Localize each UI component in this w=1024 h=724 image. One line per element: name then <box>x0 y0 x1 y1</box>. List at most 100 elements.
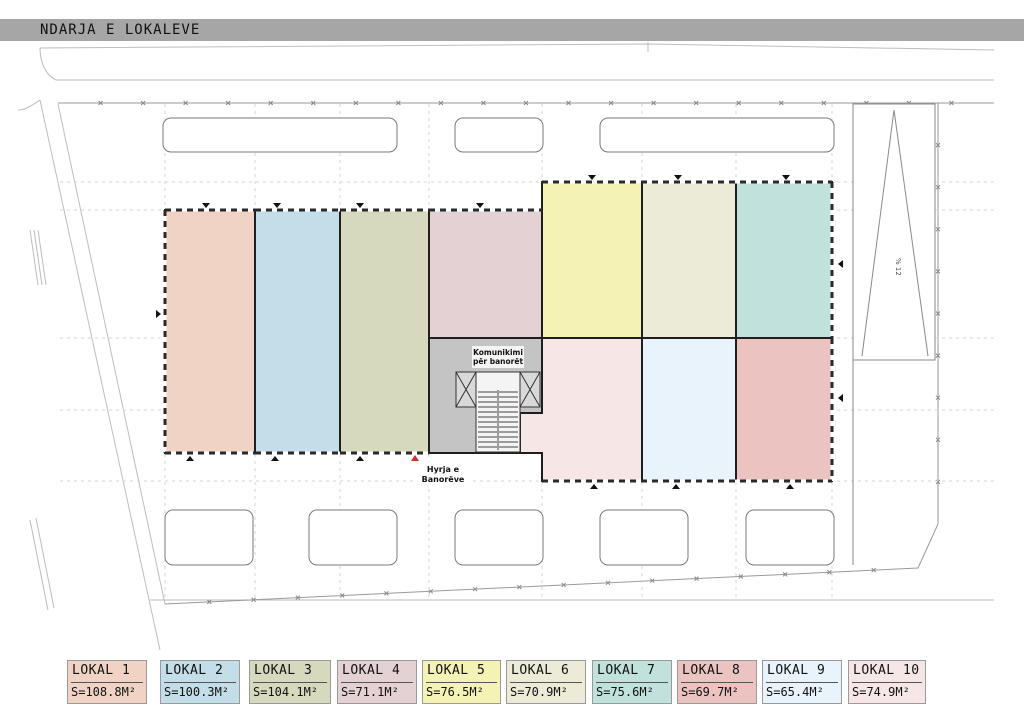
legend-divider <box>164 682 236 683</box>
legend-area: S=70.9M² <box>510 685 568 699</box>
fence-x-mark <box>98 100 103 106</box>
legend-divider <box>71 682 143 683</box>
residential-core: Komunikimi për banorët <box>428 337 543 454</box>
fence-x-mark <box>608 100 614 106</box>
title-bar: NDARJA E LOKALEVE <box>0 19 1024 41</box>
planter-bottom-1 <box>164 509 254 566</box>
fence-x-mark <box>396 100 401 106</box>
fence-x-mark <box>935 184 941 190</box>
planter-top-3 <box>599 117 835 153</box>
entry-arrow-icon <box>186 456 194 461</box>
planter-top-1 <box>162 117 398 153</box>
legend-name: LOKAL 7 <box>597 663 656 678</box>
legend-item-lokal-7: LOKAL 7 S=75.6M² <box>592 660 672 704</box>
ramp: % 12 <box>852 103 936 565</box>
legend-area: S=100.3M² <box>164 685 230 699</box>
fence-x-mark <box>782 571 788 577</box>
legend-divider <box>596 682 668 683</box>
units <box>164 181 833 482</box>
entry-arrow-icon <box>476 203 484 208</box>
lokal-4-area <box>428 209 543 339</box>
residents-entrance: Hyrja e Banorëve <box>411 455 469 486</box>
legend-name: LOKAL 1 <box>72 663 131 678</box>
lokal-8-area <box>735 337 833 482</box>
lokal-5-area <box>541 181 643 339</box>
fence-x-mark <box>935 142 941 148</box>
shop-entry-arrows <box>156 175 843 489</box>
planters <box>162 117 835 566</box>
entry-arrow-icon <box>356 456 364 461</box>
fence-x-mark <box>778 100 784 106</box>
fence-x-mark <box>649 578 655 584</box>
entry-arrow-icon <box>786 484 794 489</box>
entry-arrow-icon <box>273 203 281 208</box>
fence-x-mark <box>561 582 567 588</box>
planter-bottom-2 <box>308 509 398 566</box>
legend-area: S=74.9M² <box>852 685 910 699</box>
legend-item-lokal-1: LOKAL 1 S=108.8M² <box>67 660 147 704</box>
legend-area: S=76.5M² <box>426 685 484 699</box>
legend-item-lokal-10: LOKAL 10 S=74.9M² <box>848 660 926 704</box>
fence-x-mark <box>935 395 941 401</box>
stair-label-line-1: Komunikimi <box>473 348 523 357</box>
entrance-marker-icon <box>411 455 419 461</box>
legend-area: S=69.7M² <box>681 685 739 699</box>
legend-item-lokal-6: LOKAL 6 S=70.9M² <box>506 660 586 704</box>
lokal-3-area <box>339 209 430 454</box>
fence-x-mark <box>310 100 316 106</box>
entry-arrow-icon <box>590 484 598 489</box>
lokal-7-area <box>735 181 833 339</box>
site-context <box>17 42 995 650</box>
legend-divider <box>852 682 922 683</box>
fence-x-mark <box>295 595 301 601</box>
fence-x-mark <box>472 586 478 592</box>
legend-name: LOKAL 2 <box>165 663 224 678</box>
planter-bottom-4 <box>599 509 689 566</box>
entry-arrow-icon <box>156 310 161 318</box>
entry-arrow-icon <box>838 260 843 268</box>
fence-markers <box>98 100 954 605</box>
entry-arrow-icon <box>672 484 680 489</box>
ramp-slope-label: % 12 <box>894 258 902 276</box>
entry-arrow-icon <box>202 203 210 208</box>
entry-arrow-icon <box>782 175 790 180</box>
planter-bottom-3 <box>454 509 544 566</box>
entry-arrow-icon <box>356 203 364 208</box>
legend-name: LOKAL 8 <box>682 663 741 678</box>
planter-bottom-5 <box>745 509 835 566</box>
fence-x-mark <box>183 100 188 106</box>
legend-area: S=65.4M² <box>766 685 824 699</box>
legend-item-lokal-5: LOKAL 5 S=76.5M² <box>422 660 501 704</box>
legend-name: LOKAL 3 <box>254 663 313 678</box>
fence-x-mark <box>694 576 699 581</box>
legend-divider <box>341 682 413 683</box>
fence-x-mark <box>353 100 359 106</box>
page-title: NDARJA E LOKALEVE <box>40 22 201 38</box>
entrance-label-line-1: Hyrja e <box>427 465 460 474</box>
lokal-6-area <box>641 181 737 339</box>
fence-x-mark <box>821 100 827 106</box>
fence-x-mark <box>481 100 486 106</box>
legend-item-lokal-3: LOKAL 3 S=104.1M² <box>249 660 331 704</box>
legend-name: LOKAL 6 <box>511 663 570 678</box>
fence-x-mark <box>225 100 231 106</box>
legend-name: LOKAL 4 <box>342 663 401 678</box>
legend-item-lokal-8: LOKAL 8 S=69.7M² <box>677 660 757 704</box>
facade-glazing <box>163 180 834 483</box>
legend-area: S=104.1M² <box>253 685 319 699</box>
entry-arrow-icon <box>674 175 682 180</box>
fence-x-mark <box>949 100 954 106</box>
legend-area: S=108.8M² <box>71 685 137 699</box>
legend-name: LOKAL 10 <box>853 663 920 678</box>
stair-label-line-2: për banorët <box>473 357 523 366</box>
legend-area: S=75.6M² <box>596 685 654 699</box>
bench <box>29 229 47 286</box>
fence-x-mark <box>935 226 941 232</box>
fence-x-mark <box>827 569 832 575</box>
legend-item-lokal-2: LOKAL 2 S=100.3M² <box>160 660 240 704</box>
legend-name: LOKAL 5 <box>427 663 486 678</box>
planter-top-2 <box>454 117 544 153</box>
entrance-label-line-2: Banorëve <box>422 475 465 484</box>
